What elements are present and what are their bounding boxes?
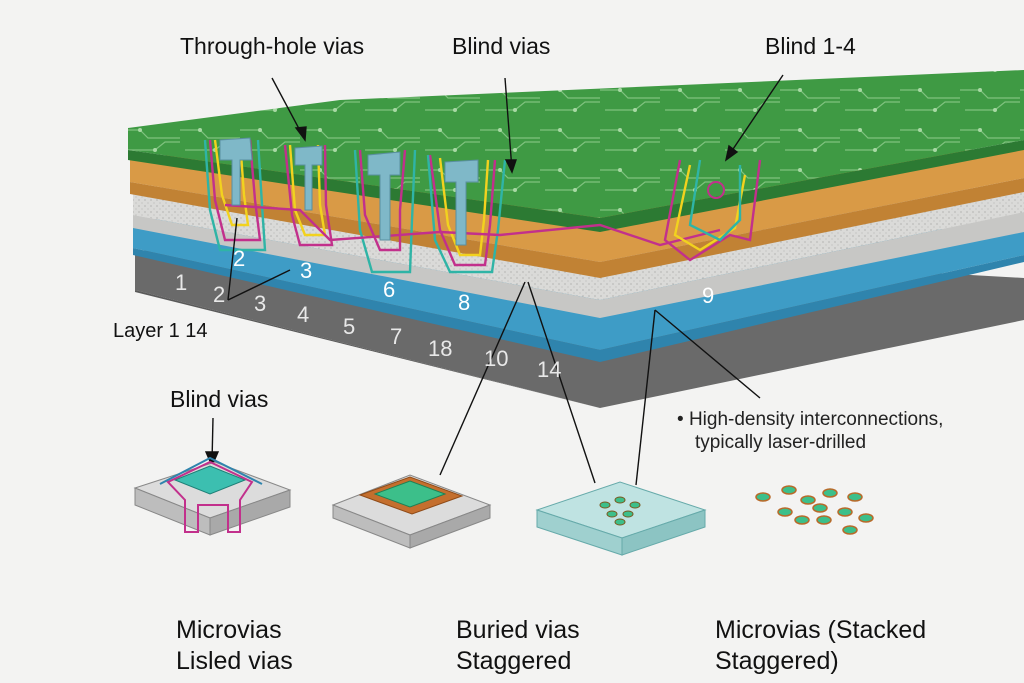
layer-number: 9 (702, 283, 715, 308)
illustration-microvias (133, 456, 292, 536)
label-blind-vias-lower: Blind vias (170, 386, 269, 412)
floating-microvia-dots (755, 485, 874, 535)
layer-number: 2 (213, 282, 226, 307)
via-traces (203, 139, 762, 274)
caption-right: Microvias (Stacked Staggered) (715, 615, 926, 677)
caption-right-line-2: Staggered) (715, 647, 839, 675)
illustration-stacked-microvias (535, 481, 707, 556)
caption-middle-line-2: Staggered (456, 647, 572, 675)
label-blind-vias-top: Blind vias (452, 33, 551, 59)
layer-number: 3 (254, 291, 267, 316)
note-line-1: High-density interconnections, (688, 409, 944, 430)
caption-middle: Buried vias Staggered (456, 615, 580, 677)
layer-number: 14 (537, 357, 562, 382)
layer-number: 7 (390, 324, 403, 349)
note-bullet: • (677, 409, 684, 430)
label-through-hole-vias: Through-hole vias (180, 33, 365, 59)
layer-number: 6 (383, 277, 396, 302)
caption-left-line-2: Lisled vias (176, 647, 293, 675)
via-pads (219, 137, 725, 246)
layer-number: 1 (175, 270, 188, 295)
label-layer-range: Layer 1 14 (113, 320, 208, 342)
layer-number: 3 (300, 258, 313, 283)
caption-right-line-1: Microvias (Stacked (715, 616, 927, 644)
layer-number: 8 (458, 290, 471, 315)
caption-middle-line-1: Buried vias (456, 616, 580, 644)
layer-number: 18 (428, 336, 453, 361)
layer-number: 10 (484, 346, 509, 371)
illustration-buried-vias (331, 474, 492, 549)
layer-number: 4 (297, 302, 310, 327)
caption-left-line-1: Microvias (176, 616, 282, 644)
label-blind-1-4: Blind 1-4 (765, 33, 856, 59)
layer-number: 5 (343, 314, 356, 339)
note-line-2: typically laser-drilled (695, 432, 867, 453)
density-note: • High-density interconnections, typical… (677, 408, 943, 454)
caption-left: Microvias Lisled vias (176, 615, 293, 677)
layer-number: 2 (233, 246, 246, 271)
leader-lines (204, 74, 784, 486)
